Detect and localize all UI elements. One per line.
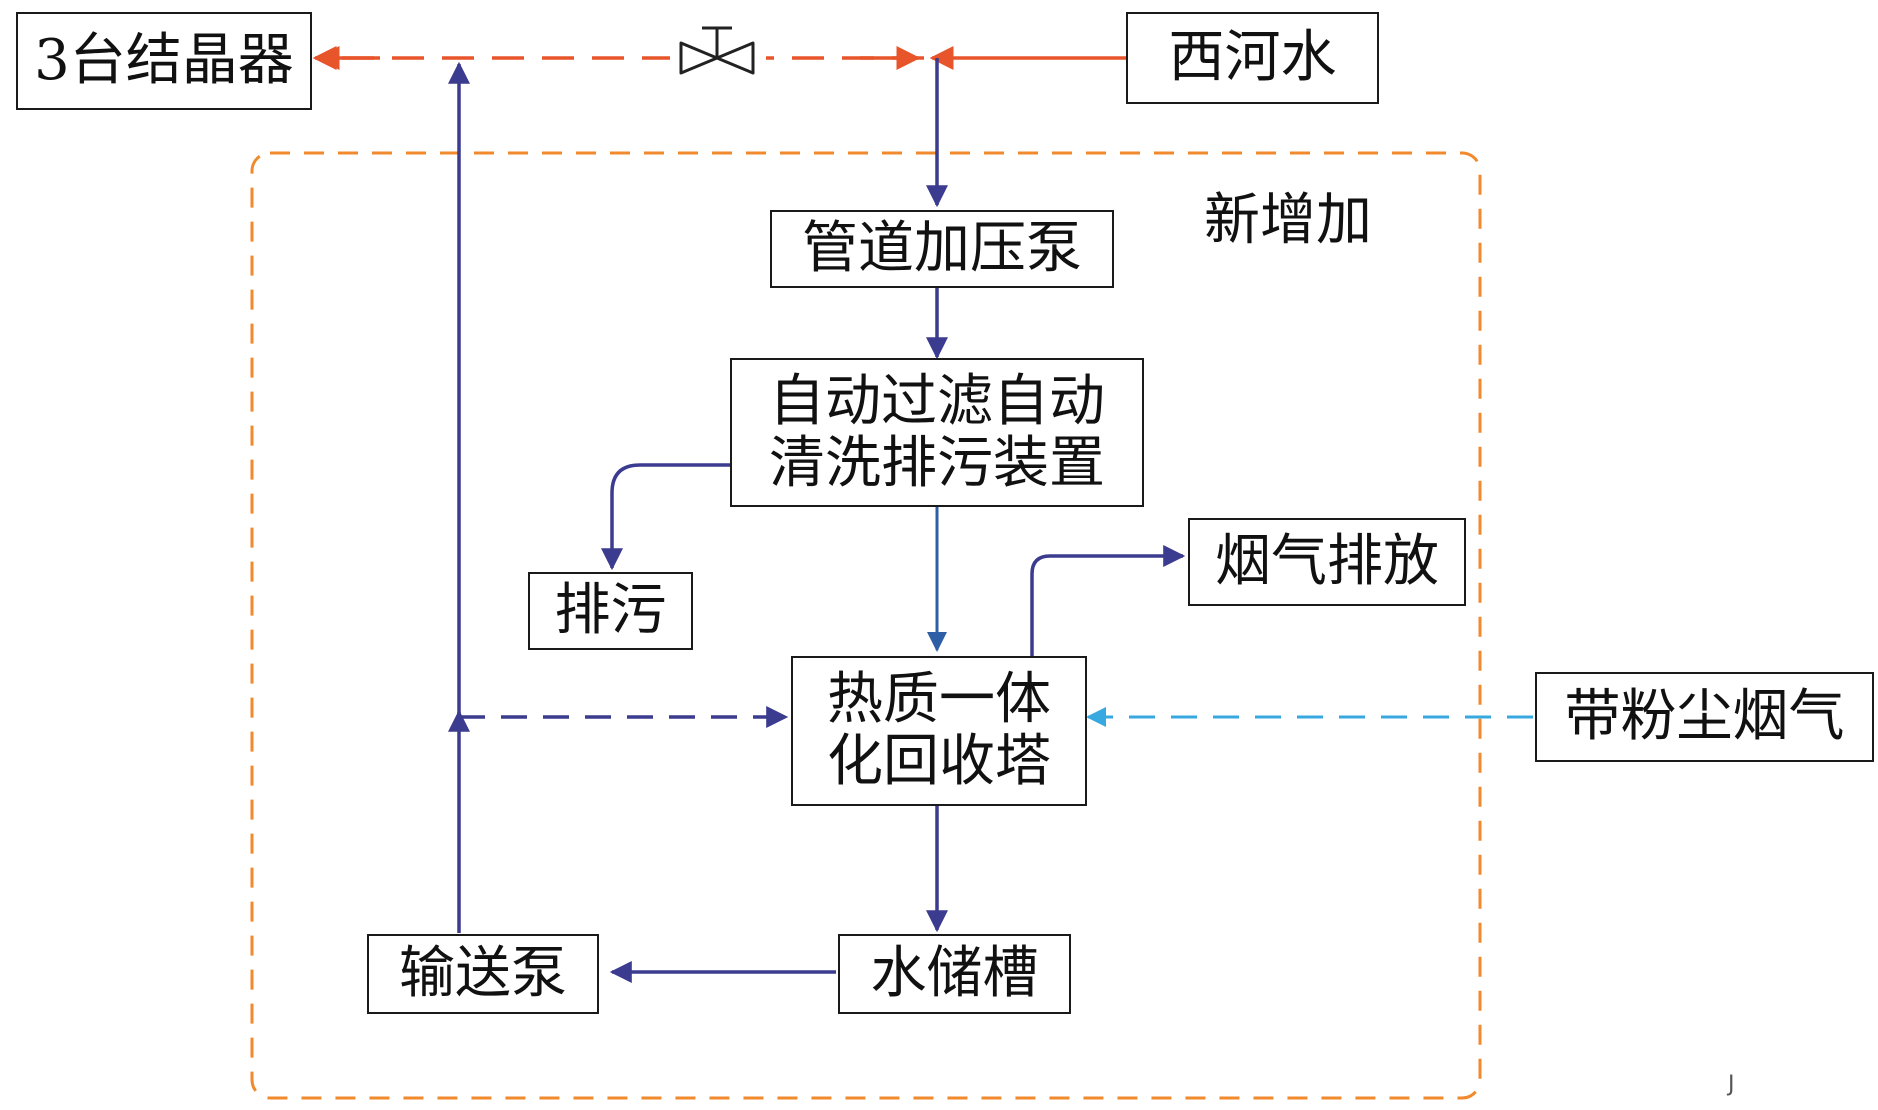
line-tower-to-exhaust	[1030, 545, 1186, 656]
dusty-flue-gas-label: 带粉尘烟气	[1564, 684, 1845, 750]
new-section-boundary	[250, 151, 1482, 1100]
water-tank-label: 水储槽	[870, 941, 1039, 1007]
transfer-pump-box: 输送泵	[367, 934, 599, 1014]
west-river-water-box: 西河水	[1126, 12, 1379, 104]
auto-filter-label-line1: 自动过滤自动	[769, 368, 1105, 434]
crystallizers-label: 3台结晶器	[34, 28, 294, 94]
flue-exhaust-label: 烟气排放	[1215, 529, 1439, 595]
auto-filter-box: 自动过滤自动 清洗排污装置	[730, 358, 1144, 507]
transfer-pump-label: 输送泵	[399, 941, 567, 1007]
dusty-flue-gas-box: 带粉尘烟气	[1535, 672, 1874, 762]
line-filter-to-sewage	[601, 463, 730, 571]
recovery-tower-label-line1: 热质一体	[827, 667, 1051, 733]
sewage-box: 排污	[528, 572, 693, 650]
booster-pump-box: 管道加压泵	[770, 210, 1114, 288]
corner-mark: J	[1728, 1072, 1735, 1097]
recovery-tower-label-line2: 化回收塔	[827, 729, 1051, 794]
new-addition-label: 新增加	[1204, 188, 1372, 253]
recovery-tower-box: 热质一体 化回收塔	[791, 656, 1087, 806]
crystallizers-box: 3台结晶器	[16, 12, 312, 110]
water-tank-box: 水储槽	[838, 934, 1071, 1014]
west-river-water-label: 西河水	[1168, 25, 1337, 91]
sewage-label: 排污	[554, 578, 667, 644]
booster-pump-label: 管道加压泵	[802, 216, 1082, 282]
flue-exhaust-box: 烟气排放	[1188, 518, 1466, 606]
valve-icon	[670, 26, 766, 75]
auto-filter-label-line2: 清洗排污装置	[769, 430, 1105, 496]
